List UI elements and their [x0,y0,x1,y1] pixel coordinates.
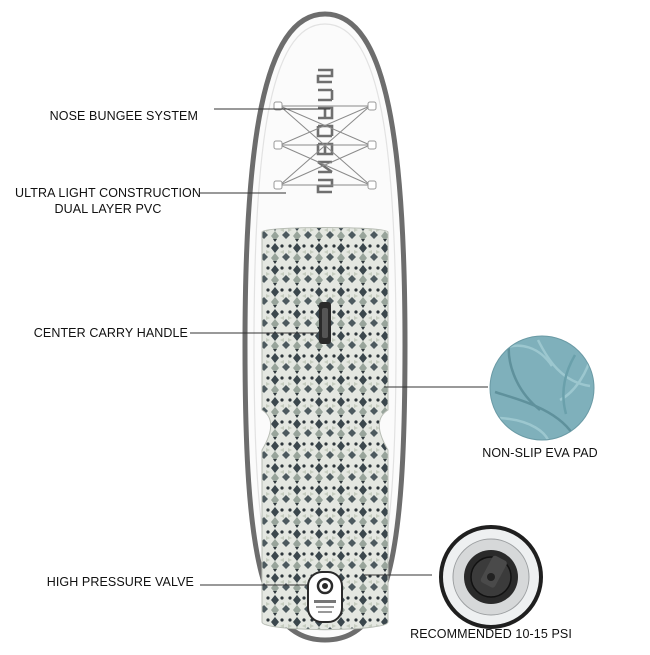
label-nose-bungee: NOSE BUNGEE SYSTEM [49,109,198,123]
eva-deck-pad [261,227,389,630]
board-valve [307,571,343,623]
bungee-d-rings [273,101,377,190]
label-construction: ULTRA LIGHT CONSTRUCTION DUAL LAYER PVC [10,185,206,217]
nose-bungee [278,105,372,186]
label-construction-line1: ULTRA LIGHT CONSTRUCTION [15,186,201,200]
leader-lines [190,108,488,586]
center-carry-handle [319,302,331,344]
label-pressure: RECOMMENDED 10-15 PSI [410,627,572,641]
label-valve: HIGH PRESSURE VALVE [46,575,194,589]
eva-pad-swatch [489,335,595,441]
valve-detail [439,525,543,629]
label-carry-handle: CENTER CARRY HANDLE [33,326,188,340]
label-eva-pad: NON-SLIP EVA PAD [482,446,598,460]
label-construction-line2: DUAL LAYER PVC [54,202,162,216]
